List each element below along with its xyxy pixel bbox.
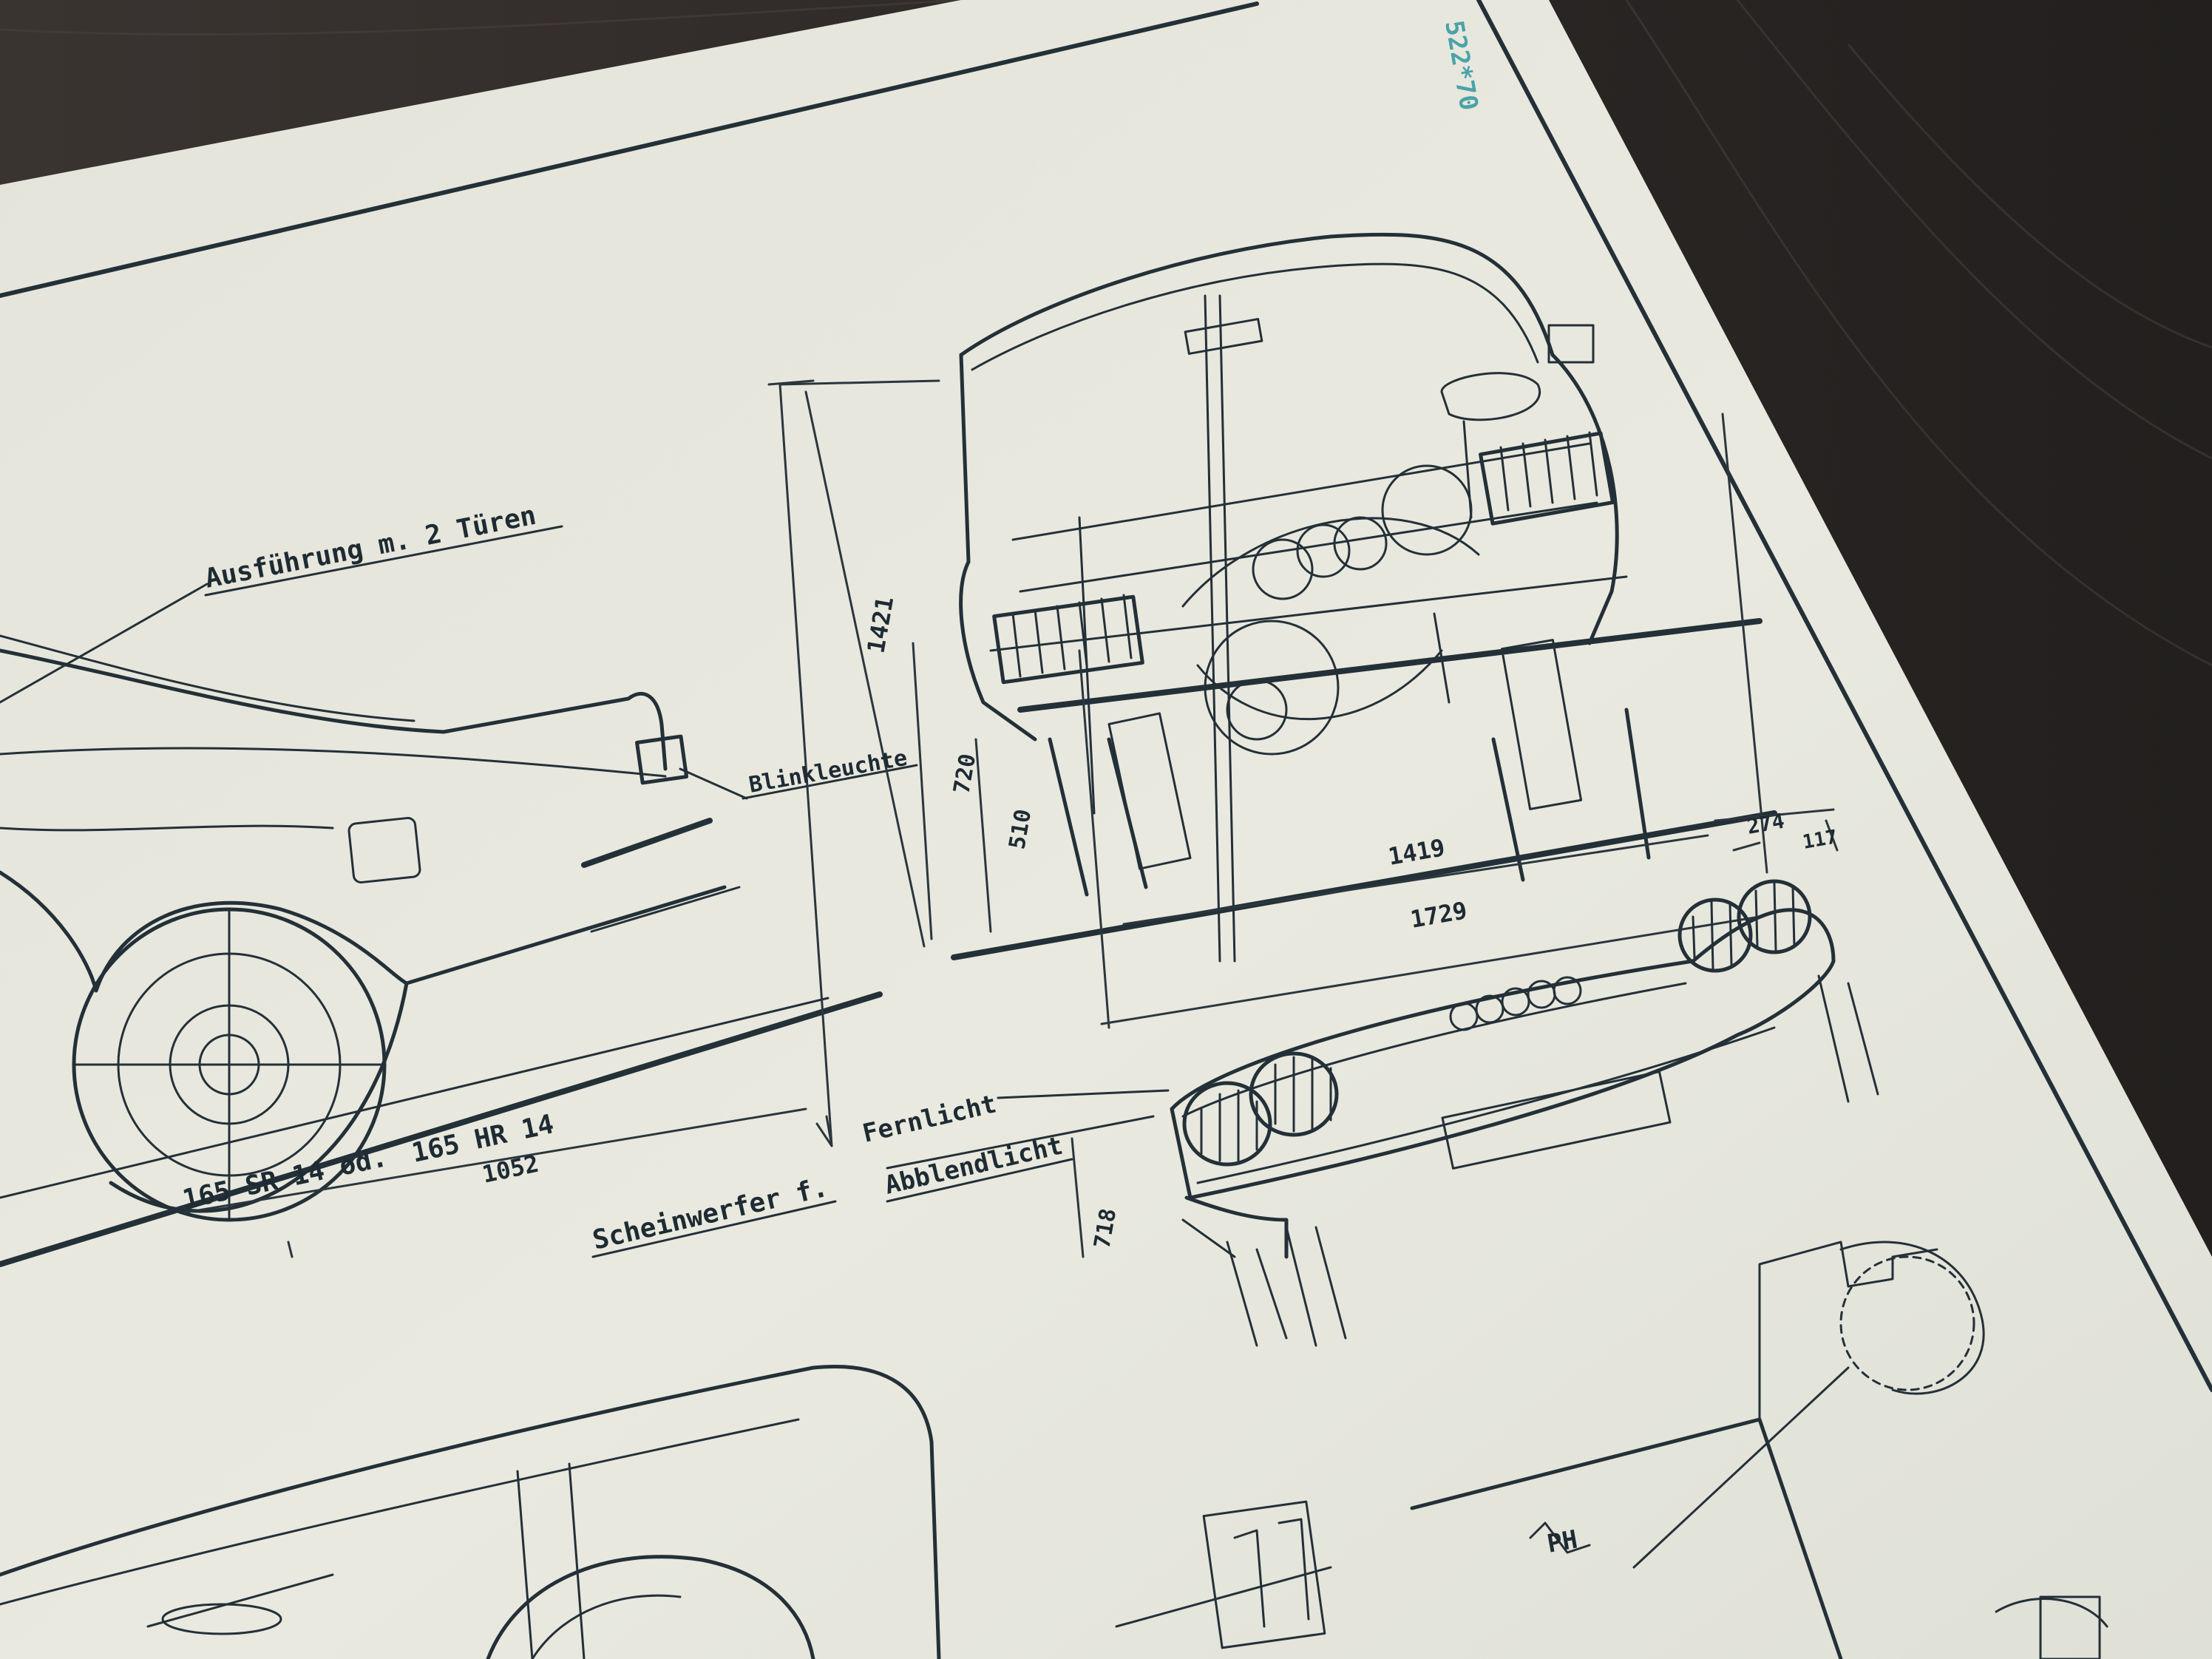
headlight-underline (591, 1200, 837, 1258)
ph-label: PH (1545, 1524, 1580, 1559)
wood-grain (0, 0, 2212, 667)
front-view-drawing (778, 232, 1839, 1029)
side-view-drawing (0, 379, 918, 1267)
sheet-border (0, 0, 2212, 1392)
low-beam-underline (886, 1158, 1073, 1203)
rear-view-drawing (886, 841, 1879, 1347)
variant-underline (204, 525, 563, 597)
lower-drawings (0, 1241, 2108, 1659)
